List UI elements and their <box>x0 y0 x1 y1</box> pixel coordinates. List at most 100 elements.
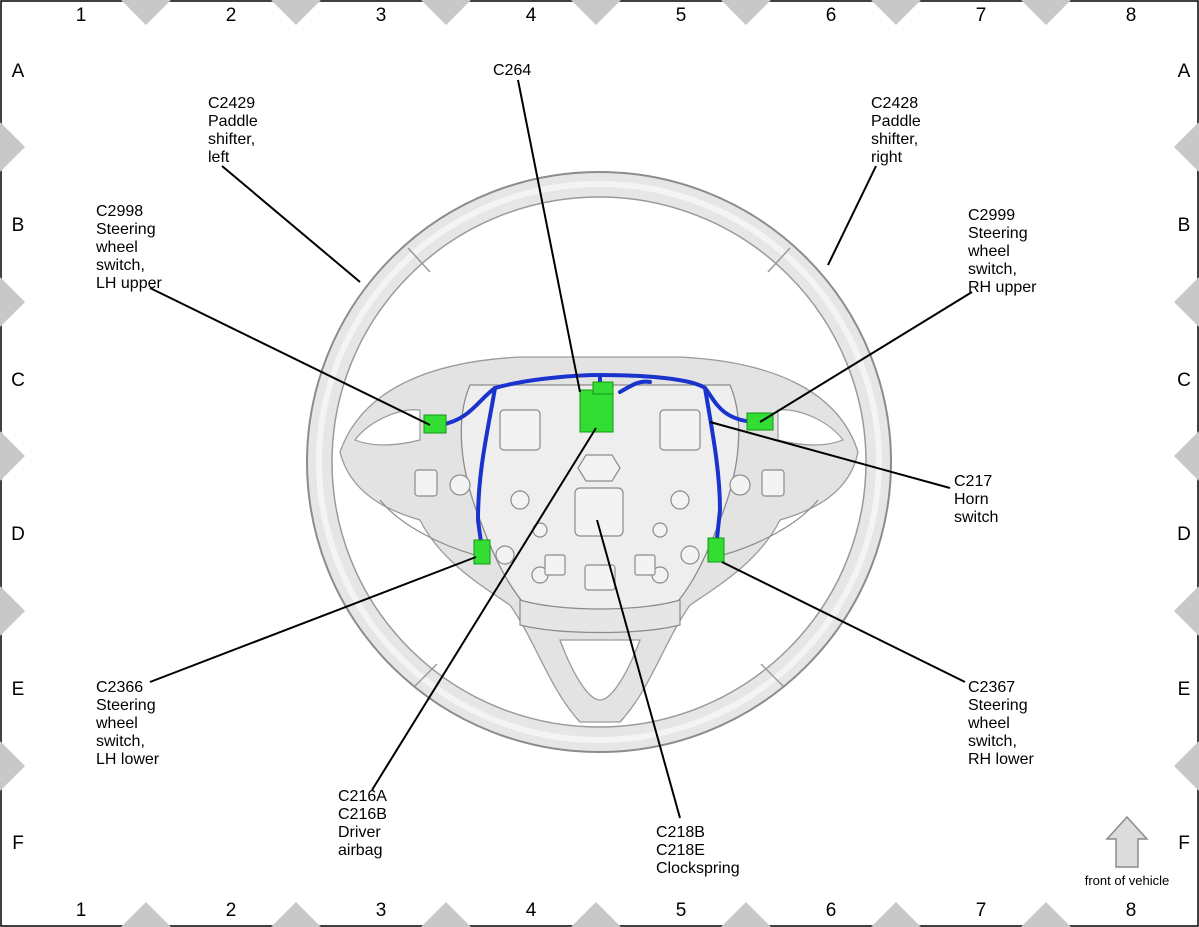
callout-line: C2428 <box>871 95 918 112</box>
row-label: D <box>1177 524 1191 545</box>
front-of-vehicle-label: front of vehicle <box>1085 873 1170 888</box>
row-label: D <box>11 524 25 545</box>
rim-seams <box>407 247 791 687</box>
column-label: 4 <box>526 900 537 921</box>
callout-line: Steering <box>96 697 156 714</box>
leader-lines <box>149 79 973 819</box>
callout-line: Steering <box>968 697 1028 714</box>
wiring-harness <box>438 373 757 552</box>
callout-line: C216A <box>338 788 387 805</box>
callout-c218: C218B C218E Clockspring <box>656 824 740 877</box>
column-label: 1 <box>76 900 87 921</box>
row-label: B <box>1178 215 1191 236</box>
callout-c2367: C2367 Steering wheel switch, RH lower <box>967 679 1034 768</box>
leader-c2428 <box>827 165 877 266</box>
callout-line: C218B <box>656 824 705 841</box>
column-label: 5 <box>676 5 687 26</box>
callout-line: switch, <box>96 257 145 274</box>
callout-line: left <box>208 149 230 166</box>
callout-line: Paddle <box>871 113 921 130</box>
callout-c2429: C2429 Paddle shifter, left <box>208 95 258 166</box>
connector-c2998 <box>423 414 447 434</box>
column-label: 7 <box>976 5 987 26</box>
leader-c2999 <box>759 291 973 423</box>
callout-c2428: C2428 Paddle shifter, right <box>871 95 921 166</box>
row-label: E <box>1178 679 1191 700</box>
row-label: A <box>12 61 25 82</box>
row-label: F <box>12 833 24 854</box>
callout-line: C2367 <box>968 679 1015 696</box>
callout-line: C2366 <box>96 679 143 696</box>
callout-line: switch, <box>968 261 1017 278</box>
callout-line: wheel <box>95 239 138 256</box>
leader-c218 <box>596 519 681 819</box>
callout-line: switch <box>954 509 998 526</box>
connector-c2367 <box>707 537 725 563</box>
callout-line: Horn <box>954 491 989 508</box>
callout-c264: C264 <box>493 62 531 79</box>
callout-line: C217 <box>954 473 992 490</box>
left-border-markers <box>0 122 25 791</box>
front-of-vehicle-indicator: front of vehicle <box>1085 815 1170 888</box>
row-label: F <box>1178 833 1190 854</box>
row-label: E <box>12 679 25 700</box>
callout-line: RH lower <box>968 751 1034 768</box>
column-label: 1 <box>76 5 87 26</box>
callout-line: C218E <box>656 842 705 859</box>
callout-line: C2998 <box>96 203 143 220</box>
callout-line: RH upper <box>968 279 1037 296</box>
callout-line: Steering <box>96 221 156 238</box>
callout-line: C216B <box>338 806 387 823</box>
column-label: 6 <box>826 900 837 921</box>
row-label: B <box>12 215 25 236</box>
callout-line: shifter, <box>871 131 918 148</box>
leader-c264 <box>517 79 581 393</box>
connector-c264-top <box>592 381 614 395</box>
top-column-labels: 1 2 3 4 5 6 7 8 <box>76 5 1137 26</box>
column-label: 5 <box>676 900 687 921</box>
callout-line: C264 <box>493 62 531 79</box>
column-label: 2 <box>226 5 237 26</box>
callout-line: wheel <box>967 715 1010 732</box>
callout-line: right <box>871 149 903 166</box>
left-row-labels: A B C D E F <box>11 61 25 854</box>
row-label: C <box>11 370 25 391</box>
callout-line: LH upper <box>96 275 162 292</box>
callout-line: shifter, <box>208 131 255 148</box>
callout-line: Steering <box>968 225 1028 242</box>
top-border-markers <box>121 0 1071 25</box>
steering-wheel <box>306 171 892 753</box>
leader-c217 <box>709 421 951 489</box>
row-label: A <box>1178 61 1191 82</box>
connector-c2366 <box>473 539 491 565</box>
column-label: 2 <box>226 900 237 921</box>
column-label: 3 <box>376 900 387 921</box>
column-label: 6 <box>826 5 837 26</box>
column-label: 4 <box>526 5 537 26</box>
leader-c216 <box>371 427 597 791</box>
callout-c2998: C2998 Steering wheel switch, LH upper <box>95 203 162 292</box>
leader-c2366 <box>149 556 477 683</box>
callout-line: switch, <box>968 733 1017 750</box>
callout-line: C2999 <box>968 207 1015 224</box>
right-row-labels: A B C D E F <box>1177 61 1191 854</box>
callout-line: switch, <box>96 733 145 750</box>
column-label: 7 <box>976 900 987 921</box>
callout-line: Driver <box>338 824 381 841</box>
leader-c2429 <box>221 165 361 283</box>
callout-line: wheel <box>967 243 1010 260</box>
column-label: 8 <box>1126 5 1137 26</box>
bottom-column-labels: 1 2 3 4 5 6 7 8 <box>76 900 1137 921</box>
connector-c264 <box>579 389 614 433</box>
callout-c217: C217 Horn switch <box>954 473 998 526</box>
callout-line: LH lower <box>96 751 160 768</box>
right-border-markers <box>1174 122 1199 791</box>
callout-line: C2429 <box>208 95 255 112</box>
callout-line: wheel <box>95 715 138 732</box>
callout-c2999: C2999 Steering wheel switch, RH upper <box>967 207 1037 296</box>
row-label: C <box>1177 370 1191 391</box>
callout-line: airbag <box>338 842 382 859</box>
up-arrow-icon <box>1105 815 1149 868</box>
